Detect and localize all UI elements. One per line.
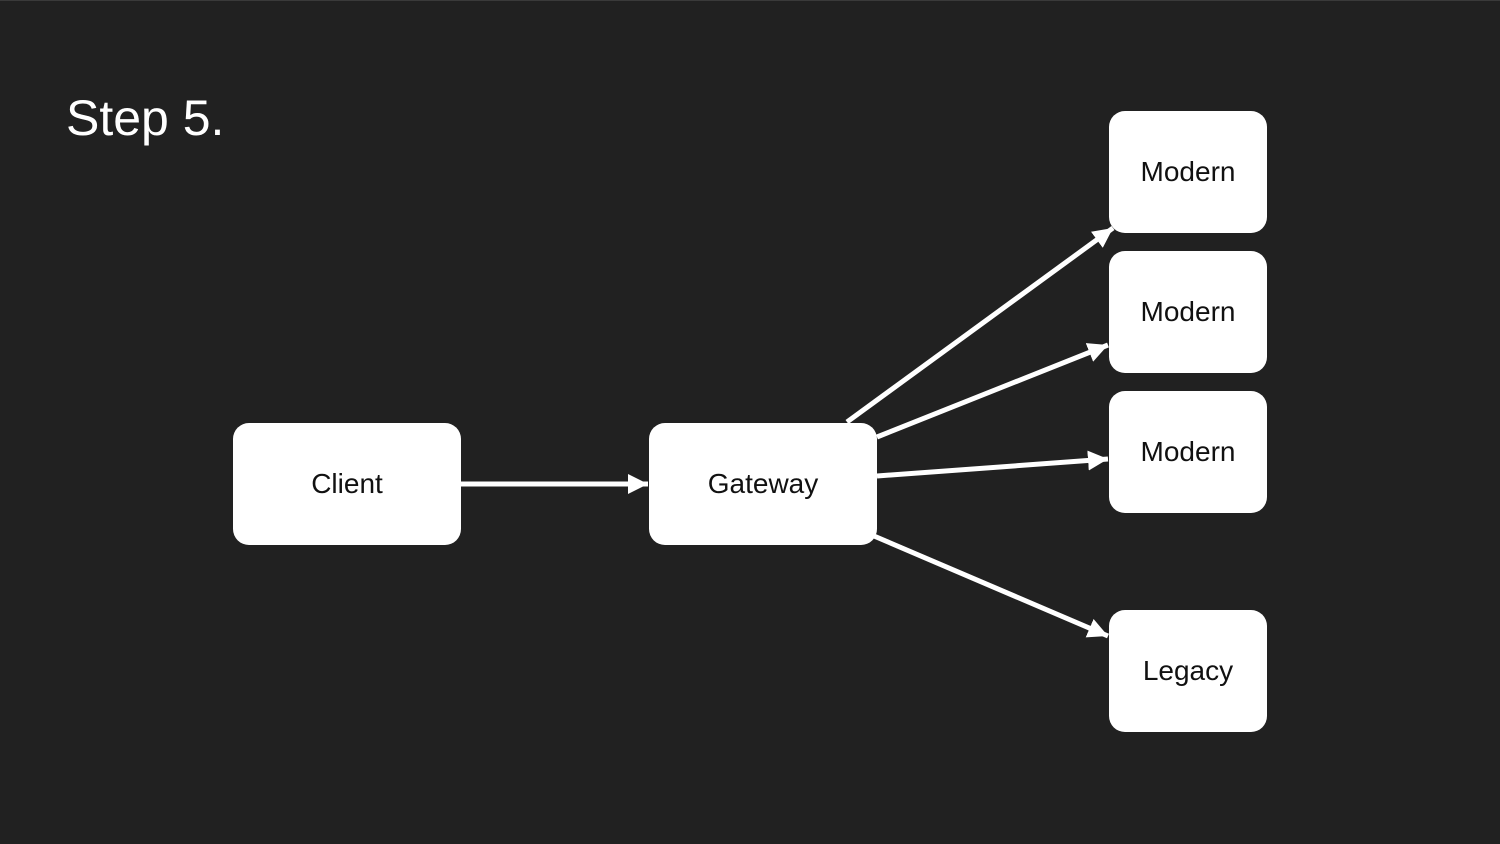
modern-node-3: Modern xyxy=(1109,391,1267,513)
gateway-node: Gateway xyxy=(649,423,877,545)
legacy-node: Legacy xyxy=(1109,610,1267,732)
edge-gateway-modern1 xyxy=(845,225,1115,425)
modern-node-2-label: Modern xyxy=(1140,296,1236,327)
edge-gateway-legacy xyxy=(873,533,1109,639)
gateway-node-label: Gateway xyxy=(707,468,819,499)
modern-node-2: Modern xyxy=(1109,251,1267,373)
edge-gateway-modern2 xyxy=(876,342,1109,440)
legacy-node-label: Legacy xyxy=(1142,655,1234,686)
top-border xyxy=(0,0,1500,1)
edge-gateway-modern3 xyxy=(876,450,1109,479)
client-node-label: Client xyxy=(311,468,383,499)
modern-node-1-label: Modern xyxy=(1140,156,1236,187)
modern-node-3-label: Modern xyxy=(1140,436,1236,467)
slide-title: Step 5. xyxy=(66,90,225,146)
client-node: Client xyxy=(233,423,461,545)
modern-node-1: Modern xyxy=(1109,111,1267,233)
